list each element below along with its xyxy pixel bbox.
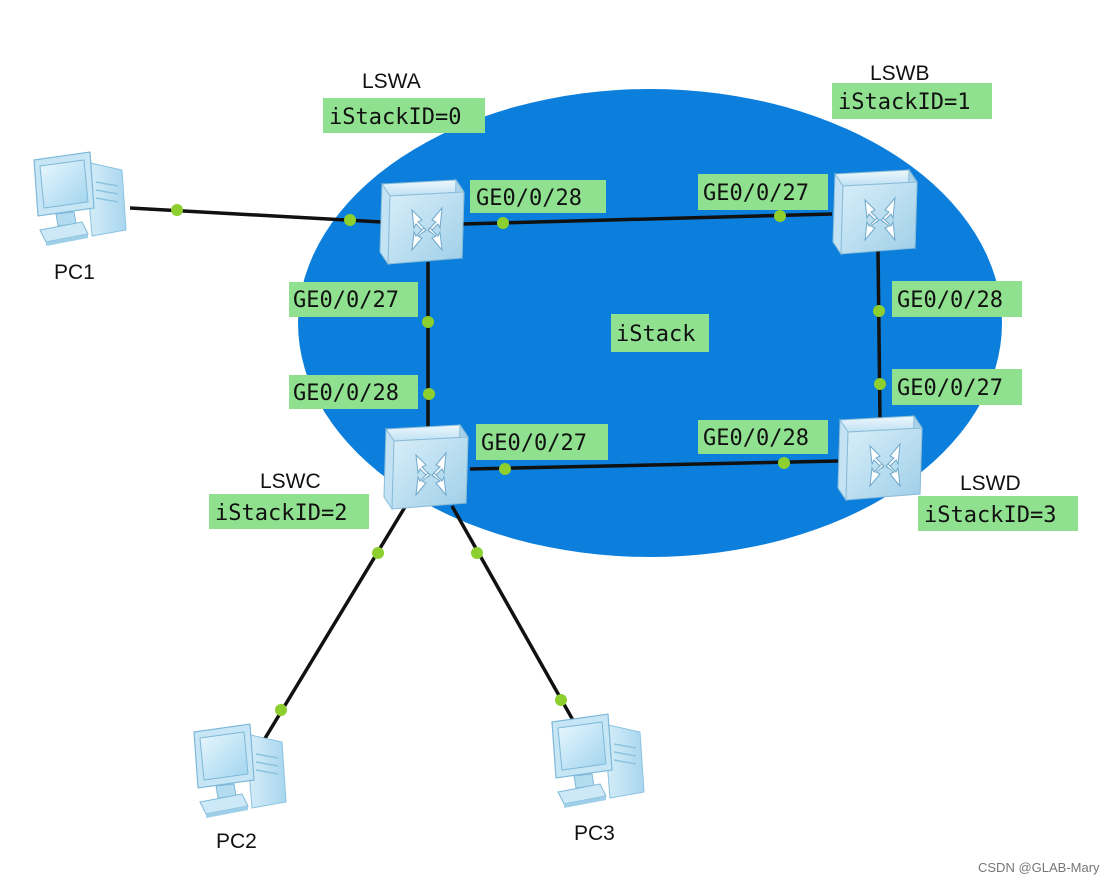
pc-name-pc1: PC1 xyxy=(54,261,95,284)
link-lswc-pc2 xyxy=(262,501,410,741)
port-label: GE0/0/28 xyxy=(698,420,828,454)
switch-name-lswd: LSWD xyxy=(960,472,1021,495)
watermark: CSDN @GLAB-Mary xyxy=(978,860,1100,875)
pc-name-pc3: PC3 xyxy=(574,822,615,845)
port-label: GE0/0/28 xyxy=(892,281,1022,317)
port-dot xyxy=(422,316,434,328)
port-dot xyxy=(275,704,287,716)
stack-id-text: iStackID=0 xyxy=(329,105,461,130)
port-dot xyxy=(497,217,509,229)
port-label: GE0/0/27 xyxy=(698,174,828,210)
port-dot xyxy=(372,547,384,559)
port-label: GE0/0/27 xyxy=(289,282,418,317)
port-label-text: GE0/0/28 xyxy=(476,186,582,211)
link-lswc-pc3 xyxy=(450,505,576,723)
link-lswb-lswd xyxy=(876,249,882,421)
port-label-text: GE0/0/27 xyxy=(481,431,587,456)
port-dot xyxy=(171,204,183,216)
port-label: GE0/0/27 xyxy=(476,424,608,460)
layer3-switch-icon[interactable] xyxy=(379,179,465,265)
layer3-switch-icon[interactable] xyxy=(832,169,918,255)
port-label: GE0/0/27 xyxy=(892,369,1022,405)
port-label-text: GE0/0/27 xyxy=(897,376,1003,401)
port-dots xyxy=(171,204,886,716)
stack-id-label-lswc: iStackID=2 xyxy=(209,494,369,529)
stack-id-label-lswa: iStackID=0 xyxy=(323,98,485,133)
port-dot xyxy=(874,378,886,390)
port-dot xyxy=(471,547,483,559)
switch-name-lswb: LSWB xyxy=(870,62,930,85)
desktop-pc-icon[interactable] xyxy=(551,713,645,809)
port-label-text: GE0/0/28 xyxy=(293,381,399,406)
link-lswa-lswb xyxy=(461,212,833,226)
desktop-pc-icon[interactable] xyxy=(33,151,127,247)
stack-id-label-lswb: iStackID=1 xyxy=(832,83,992,119)
switch-name-lswa: LSWA xyxy=(362,70,421,93)
stack-id-text: iStackID=2 xyxy=(215,501,347,526)
port-label-text: GE0/0/28 xyxy=(703,426,809,451)
stack-id-text: iStackID=1 xyxy=(838,90,970,115)
stack-id-text: iStackID=3 xyxy=(924,503,1056,528)
port-dot xyxy=(873,305,885,317)
port-label-text: GE0/0/28 xyxy=(897,288,1003,313)
port-label-text: GE0/0/27 xyxy=(703,181,809,206)
link-lswc-lswd xyxy=(469,459,839,471)
layer3-switch-icon[interactable] xyxy=(383,424,469,510)
port-dot xyxy=(344,214,356,226)
desktop-pc-icon[interactable] xyxy=(193,723,287,819)
port-label-text: GE0/0/27 xyxy=(293,288,399,313)
port-dot xyxy=(555,694,567,706)
port-dot xyxy=(499,463,511,475)
istack-label: iStack xyxy=(611,314,709,352)
port-dot xyxy=(778,457,790,469)
istack-label-text: iStack xyxy=(616,322,695,347)
port-dot xyxy=(774,210,786,222)
port-dot xyxy=(423,388,435,400)
stack-id-label-lswd: iStackID=3 xyxy=(918,496,1078,531)
links xyxy=(129,206,882,741)
pc-name-pc2: PC2 xyxy=(216,830,257,853)
port-label: GE0/0/28 xyxy=(289,375,418,409)
layer3-switch-icon[interactable] xyxy=(837,415,923,501)
port-label: GE0/0/28 xyxy=(470,180,606,213)
switch-name-lswc: LSWC xyxy=(260,470,321,493)
